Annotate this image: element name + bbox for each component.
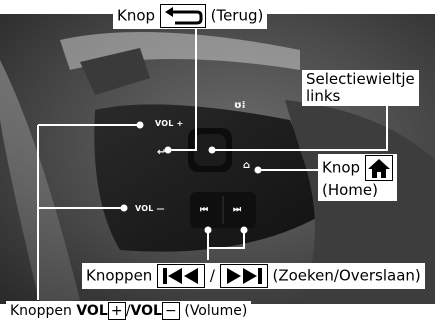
seek-callout-prefix: Knoppen (86, 266, 153, 285)
selector-wheel-callout: Selectiewieltje links (302, 70, 419, 106)
minus-icon: − (161, 302, 180, 320)
plus-icon: + (107, 302, 126, 320)
skip-forward-icon[interactable]: ⏭ (233, 205, 242, 215)
seek-back-icon (157, 264, 206, 288)
home-button-wheel[interactable]: ⌂ (243, 160, 251, 171)
vol-up-button[interactable]: VOL + (155, 119, 184, 128)
vol-callout-prefix: Knoppen (10, 303, 72, 319)
selector-callout-line2: links (306, 87, 341, 105)
back-arrow-icon (159, 4, 206, 28)
vol-callout-label-1: VOL (76, 303, 108, 319)
home-button-callout: Knop (Home) (318, 154, 397, 201)
voice-icon[interactable]: ʊ⁞ (234, 100, 246, 111)
volume-callout: Knoppen VOL+/VOL− (Volume) (6, 301, 252, 321)
home-callout-prefix: Knop (322, 158, 361, 177)
seek-skip-callout: Knoppen / (Zoeken/Overslaan) (82, 263, 425, 289)
home-callout-suffix: (Home) (322, 181, 379, 199)
back-button-callout: Knop (Terug) (113, 3, 268, 29)
vol-callout-suffix: (Volume) (184, 303, 248, 319)
vol-callout-label-2: VOL (130, 303, 162, 319)
selector-callout-line1: Selectiewieltje (306, 70, 415, 88)
skip-forward-icon (219, 264, 268, 288)
seek-callout-suffix: (Zoeken/Overslaan) (272, 266, 421, 285)
back-callout-prefix: Knop (117, 6, 156, 25)
back-button-wheel[interactable]: ↩ (157, 147, 166, 158)
home-icon (364, 155, 393, 181)
back-callout-suffix: (Terug) (210, 6, 264, 25)
vol-down-button[interactable]: VOL — (135, 204, 165, 213)
seek-back-icon[interactable]: ⏮ (200, 205, 209, 215)
seek-callout-separator: / (209, 266, 215, 285)
vol-callout-slash: / (125, 303, 131, 319)
